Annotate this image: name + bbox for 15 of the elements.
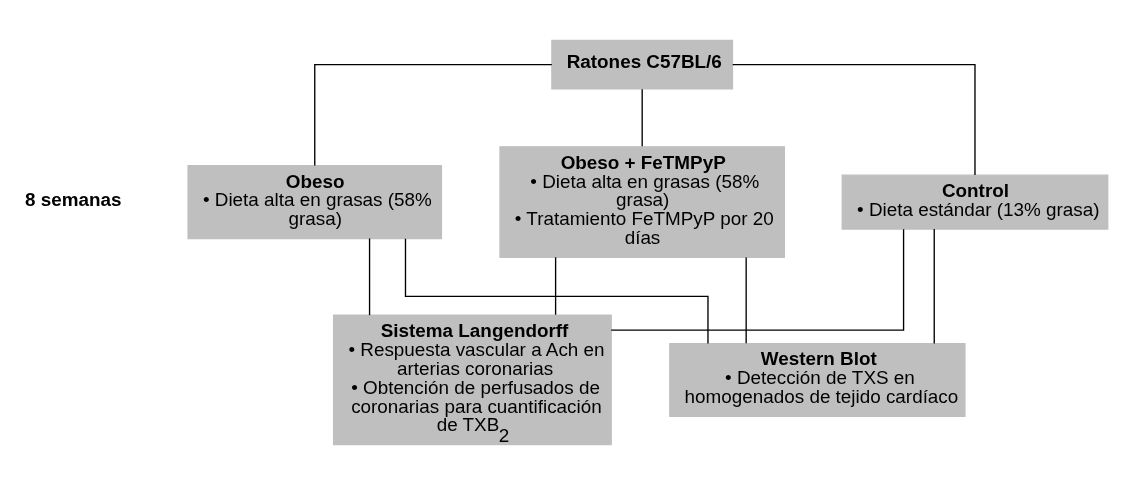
connector xyxy=(732,63,976,176)
node-box: Obeso + FeTMPyP • Dieta alta en grasas (58% grasa) • Tratamiento FeTMPyP por 20 días xyxy=(499,145,785,258)
connector xyxy=(641,88,643,147)
connector xyxy=(610,228,905,331)
node-box: Obeso • Dieta alta en grasas (58% grasa) xyxy=(187,164,443,239)
node-box: Western Blot • Detección de TXS en homogenados de tejido cardíaco xyxy=(669,342,966,417)
connector xyxy=(314,63,553,166)
connector xyxy=(745,256,747,344)
connector xyxy=(554,256,557,315)
connector xyxy=(368,237,371,316)
label: 8 semanas xyxy=(25,188,122,210)
node-box: Control • Dieta estándar (13% grasa) xyxy=(841,173,1109,230)
connector xyxy=(404,237,709,344)
node-box: Ratones C57BL/6 xyxy=(551,39,734,90)
connector xyxy=(933,227,935,344)
